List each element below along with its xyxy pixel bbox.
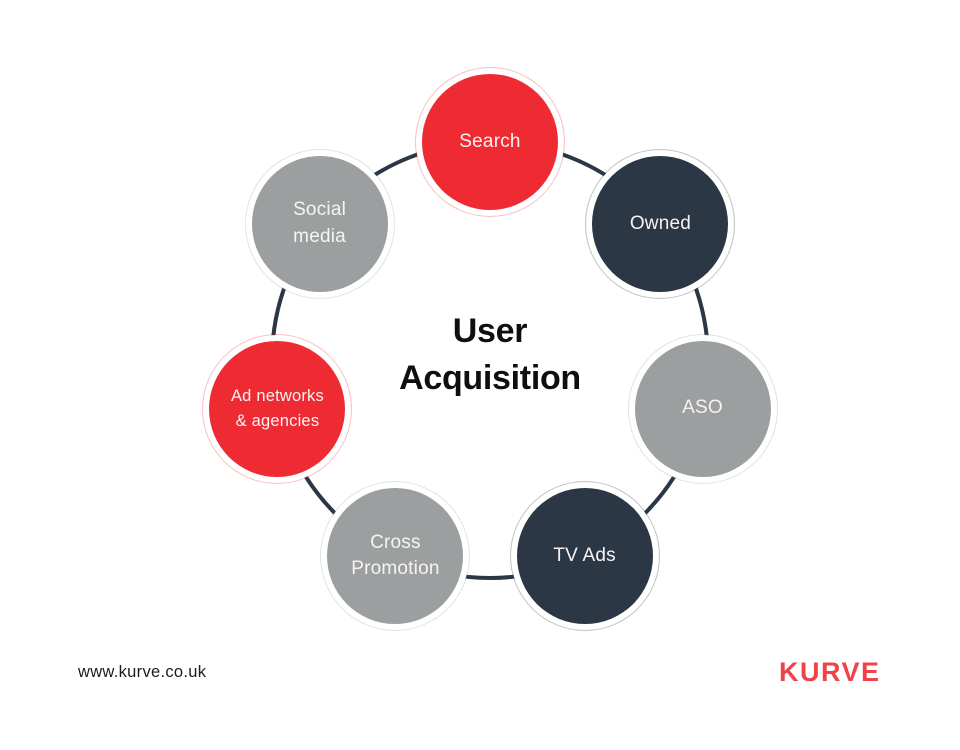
website-url: www.kurve.co.uk (78, 663, 207, 681)
node-label-owned: Owned (629, 212, 692, 234)
node-search: Search (422, 74, 558, 210)
title-line-2: Acquisition (399, 358, 581, 397)
node-cross-promotion: Cross Promotion (327, 488, 464, 625)
node-label-ad-networks-agencies: Ad networks & agencies (230, 386, 324, 430)
node-aso: ASO (634, 340, 771, 477)
node-label-aso: ASO (682, 397, 723, 419)
title-line-1: User (452, 312, 528, 350)
node-label-tv-ads: TV Ads (553, 545, 616, 567)
node-label-social-media: Social media (293, 199, 347, 248)
node-tv-ads: TV Ads (516, 488, 653, 625)
diagram-title: User Acquisition (330, 308, 650, 402)
node-social-media: Social media (251, 156, 388, 293)
node-label-search: Search (459, 130, 521, 152)
node-label-cross-promotion: Cross Promotion (351, 531, 440, 580)
node-owned: Owned (592, 156, 729, 293)
node-ad-networks-agencies: Ad networks & agencies (209, 340, 346, 477)
kurve-logo: KURVE (779, 657, 881, 687)
